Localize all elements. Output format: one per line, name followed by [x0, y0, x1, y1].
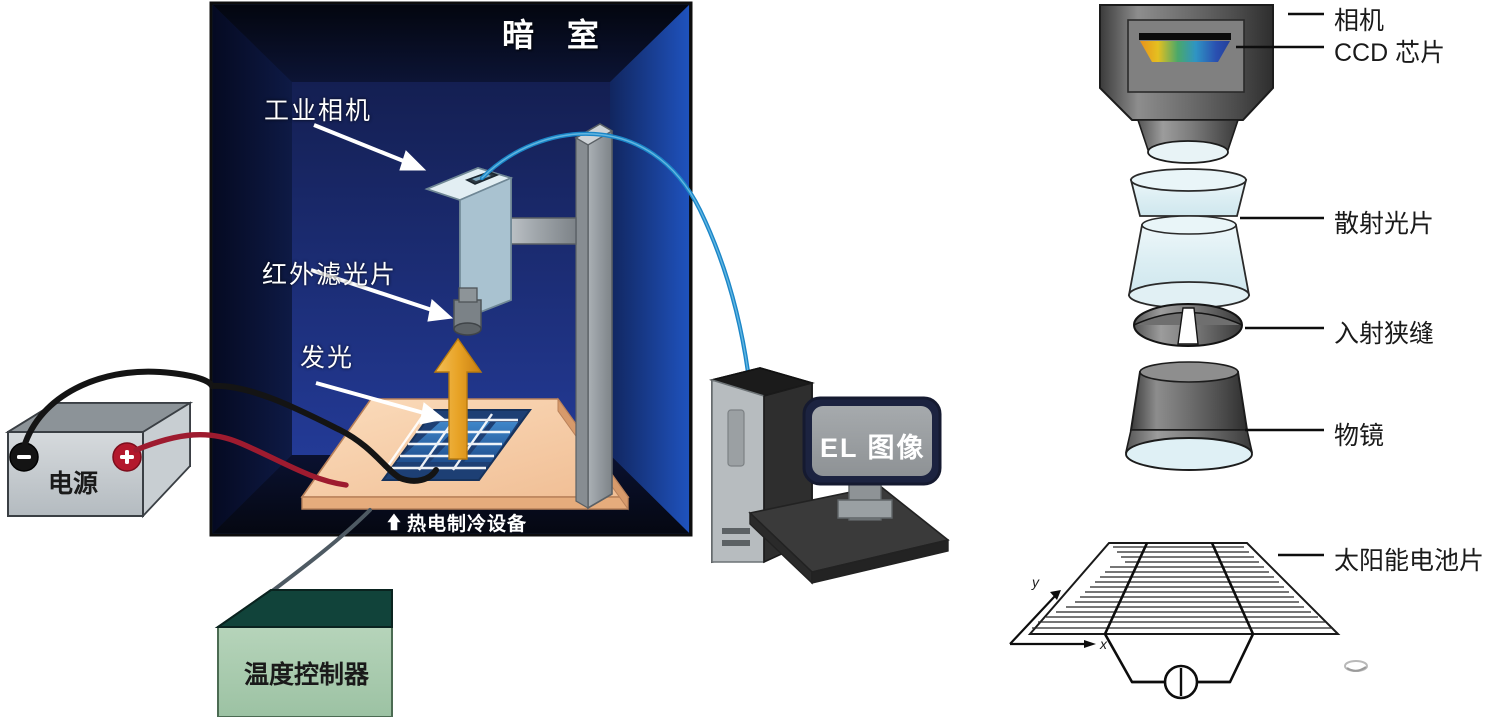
label-thermoelectric-device: 热电制冷设备 [407, 514, 528, 535]
optic-diffuser [1127, 168, 1251, 309]
axis-label-y: y [1032, 574, 1039, 590]
label-optic-objective: 物镜 [1334, 422, 1385, 450]
camera-data-cable [479, 131, 751, 375]
label-emission: 发光 [300, 344, 355, 372]
label-optic-solar-cell: 太阳能电池片 [1334, 547, 1485, 575]
label-optic-camera: 相机 [1334, 7, 1385, 35]
optic-camera-head [1099, 4, 1274, 164]
power-supply [4, 401, 194, 519]
label-ir-filter: 红外滤光片 [262, 261, 398, 289]
optics-leader-lines [1236, 12, 1324, 557]
industrial-camera [424, 167, 514, 336]
label-optic-entrance-slit: 入射狭缝 [1334, 320, 1435, 348]
callout-arrows-darkroom [310, 123, 454, 425]
optic-objective-lens [1124, 361, 1254, 471]
darkroom-title: 暗 室 [502, 17, 611, 53]
label-temperature-controller: 温度控制器 [244, 661, 370, 689]
computer-workstation [709, 367, 950, 585]
label-monitor-screen: EL 图像 [820, 433, 926, 463]
emitted-light-arrow [433, 337, 483, 460]
tec-pointer-arrow [387, 513, 401, 531]
optic-entrance-slit [1133, 303, 1243, 347]
label-optic-ccd-chip: CCD 芯片 [1334, 39, 1446, 67]
optic-solar-cell-wafer [1009, 542, 1368, 700]
axis-label-x: x [1100, 636, 1107, 652]
label-power-supply: 电源 [48, 470, 99, 498]
temperature-controller [214, 589, 393, 717]
label-optic-diffuser: 散射光片 [1334, 210, 1435, 238]
label-industrial-camera: 工业相机 [264, 97, 373, 125]
power-wiring [21, 368, 439, 594]
